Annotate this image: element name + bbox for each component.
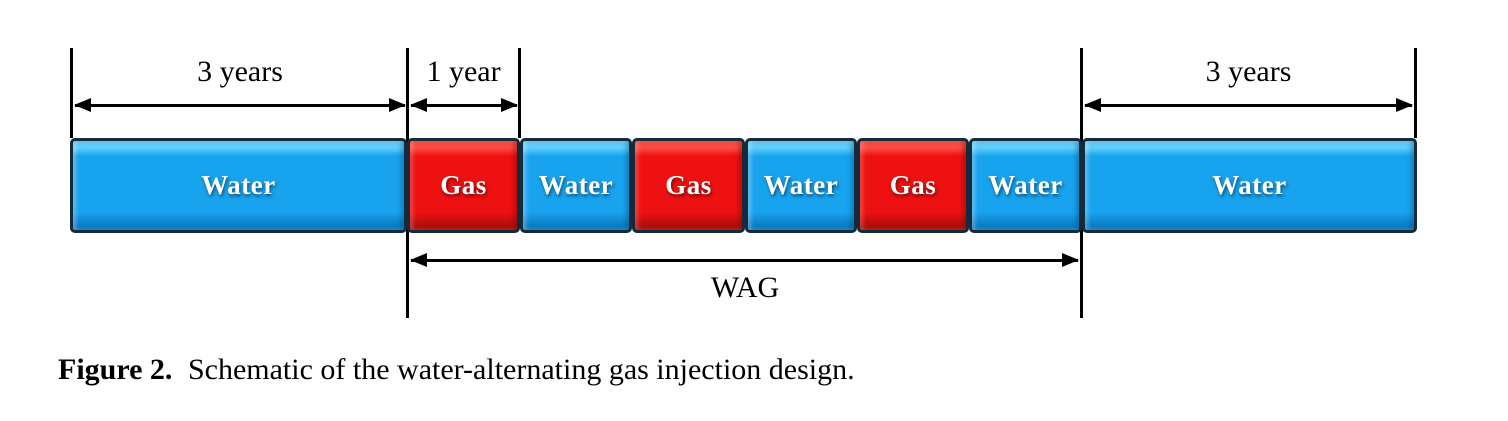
segment-label: Gas	[440, 170, 487, 200]
bar-segment-gas-3: Gas	[857, 138, 969, 233]
wag-span-arrow	[410, 253, 1079, 267]
figure-caption: Figure 2. Schematic of the water-alterna…	[58, 352, 855, 388]
bar-segment-water-1: Water	[520, 138, 632, 233]
cycle-duration-arrow	[410, 98, 518, 112]
dimension-tick-right-end	[1414, 48, 1417, 138]
segment-label: Water	[538, 170, 614, 200]
right-duration-label: 3 years	[1205, 55, 1292, 88]
figure-caption-number: Figure 2.	[58, 353, 173, 386]
segment-label: Water	[1212, 170, 1287, 200]
wag-label: WAG	[710, 271, 780, 304]
bar-segment-water-initial: Water	[70, 138, 407, 233]
segment-label: Water	[763, 170, 839, 200]
bar-segment-water-final: Water	[1082, 138, 1417, 233]
bar-segment-water-2: Water	[745, 138, 857, 233]
segment-label: Water	[988, 170, 1063, 200]
dimension-tick-left-start	[70, 48, 73, 138]
bar-segment-gas-1: Gas	[407, 138, 520, 233]
right-duration-arrow	[1084, 98, 1413, 112]
left-duration-label: 3 years	[197, 55, 283, 88]
dimension-tick-gas-end	[518, 48, 521, 138]
bar-segment-gas-2: Gas	[632, 138, 745, 233]
bar-segment-water-3: Water	[969, 138, 1082, 233]
segment-label: Gas	[889, 170, 937, 200]
figure-caption-text: Schematic of the water-alternating gas i…	[187, 353, 855, 386]
segment-label: Gas	[665, 170, 712, 200]
segment-label: Water	[201, 170, 276, 200]
cycle-duration-label: 1 year	[426, 55, 501, 88]
injection-timeline-bar: Water Gas Water Gas Water Gas Water Wate…	[70, 138, 1417, 233]
left-duration-arrow	[74, 98, 406, 112]
